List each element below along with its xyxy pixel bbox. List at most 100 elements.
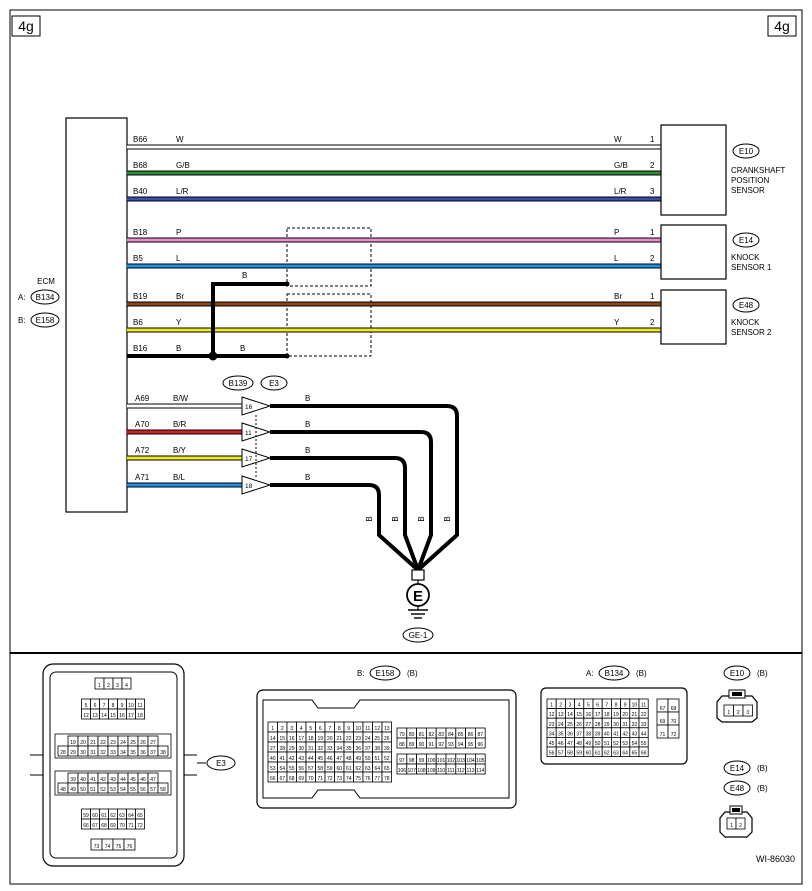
e158-pin-label-38: 38: [374, 746, 380, 752]
e10-latch-tab: [732, 692, 742, 696]
b134-pin-label-50: 50: [595, 741, 601, 747]
joint-pin-16: [241, 396, 272, 416]
e158-pin-label-36: 36: [355, 746, 361, 752]
e10-pin-label-2: 2: [737, 710, 740, 716]
wire-pin-B6: B6: [133, 318, 143, 327]
e3-pin-label-41: 41: [90, 777, 96, 783]
e158-pin-label-37: 37: [365, 746, 371, 752]
e158-pin-label-85: 85: [458, 732, 464, 738]
b134-pin-label-36: 36: [567, 731, 573, 737]
ground-color-code-A70: B/R: [173, 420, 187, 429]
e158-pin-label-24: 24: [365, 736, 371, 742]
ground-symbol: E: [413, 588, 423, 605]
b134-pin-label-11: 11: [641, 703, 646, 709]
e158-pin-label-54: 54: [279, 766, 285, 772]
e3-pin-label-13: 13: [92, 713, 98, 719]
b134-prefix: A:: [586, 669, 594, 678]
e3-pin-label-34: 34: [120, 750, 126, 756]
sensor-e14-id: E14: [739, 236, 754, 245]
e48-pin-2: [735, 817, 746, 830]
b134-pin-label-26: 26: [576, 722, 582, 728]
e3-pin-label-51: 51: [90, 787, 96, 793]
b134-type: (B): [636, 669, 647, 678]
b134-pin-label-67: 67: [660, 706, 666, 712]
wire-pin-B18: B18: [133, 228, 148, 237]
e3-pin-label-61: 61: [101, 813, 107, 819]
b134-pin-label-69: 69: [660, 719, 666, 725]
wire-far-code-B5: L: [614, 254, 619, 263]
e158-pin-label-47: 47: [336, 756, 342, 762]
b134-pin-label-39: 39: [595, 731, 601, 737]
sensor-e14-name-2: SENSOR 1: [731, 263, 772, 272]
b134-pin-label-53: 53: [622, 741, 628, 747]
e158-id: E158: [376, 669, 395, 678]
e158-pin-label-101: 101: [437, 758, 446, 764]
e158-pin-label-51: 51: [374, 756, 380, 762]
e158-pin-78: [381, 771, 392, 783]
e3-pin-label-18: 18: [137, 713, 143, 719]
e3-pin-label-23: 23: [110, 740, 116, 746]
e158-pin-label-109: 109: [427, 768, 436, 774]
ground-wire-A69: [270, 404, 459, 572]
e158-pin-label-64: 64: [374, 766, 380, 772]
e3-pin-label-76: 76: [127, 844, 133, 850]
e158-pin-label-69: 69: [298, 776, 304, 782]
b134-pin-label-4: 4: [578, 703, 581, 709]
e158-pin-label-17: 17: [298, 736, 304, 742]
wire-color-code-B18: P: [176, 228, 181, 237]
e158-inner: [262, 699, 510, 799]
e3-pin-label-49: 49: [70, 787, 76, 793]
e158-pin-label-88: 88: [399, 742, 405, 748]
e158-pin-label-59: 59: [327, 766, 333, 772]
e158-pin-label-111: 111: [447, 768, 455, 774]
e158-pin-label-5: 5: [309, 726, 312, 732]
e3-pin-label-40: 40: [80, 777, 86, 783]
page-tag-right: 4g: [774, 18, 790, 34]
e158-pin-label-63: 63: [365, 766, 371, 772]
e3-pin-label-50: 50: [80, 787, 86, 793]
sensor-e14-box: [660, 224, 727, 280]
e158-pin-label-90: 90: [419, 742, 425, 748]
e3-pin-label-24: 24: [120, 740, 126, 746]
e158-pin-label-10: 10: [355, 726, 361, 732]
shield-box-2: [286, 293, 372, 357]
e158-pin-label-3: 3: [290, 726, 293, 732]
e3-pin-label-33: 33: [110, 750, 116, 756]
wire-color-code-B6: Y: [176, 318, 182, 327]
e14-id: E14: [730, 764, 745, 773]
shield-drain-wire: [211, 282, 287, 356]
e158-pin-label-25: 25: [374, 736, 380, 742]
e158-pin-label-102: 102: [447, 758, 456, 764]
joint-pin-label-17: 17: [245, 456, 253, 463]
b134-pin-label-40: 40: [604, 731, 610, 737]
wire-far-code-B40: L/R: [614, 187, 627, 196]
e158-type: (B): [407, 669, 418, 678]
sensor-e48-id: E48: [739, 301, 754, 310]
ground-pin-A72: A72: [135, 446, 150, 455]
sensor-e14-name-1: KNOCK: [731, 253, 760, 262]
e3-pin-label-8: 8: [112, 703, 115, 709]
e3-pin-label-48: 48: [60, 787, 66, 793]
e3-pin-label-10: 10: [128, 703, 134, 709]
b134-pin-label-47: 47: [567, 741, 573, 747]
e158-pin-label-56: 56: [298, 766, 304, 772]
b134-pin-label-37: 37: [576, 731, 582, 737]
e158-pin-label-22: 22: [346, 736, 352, 742]
b134-pin-label-12: 12: [549, 712, 555, 718]
b134-id: B134: [605, 669, 624, 678]
e3-pin-label-47: 47: [150, 777, 156, 783]
e158-pin-label-14: 14: [270, 736, 276, 742]
e3-pin-label-14: 14: [101, 713, 107, 719]
e158-prefix: B:: [357, 669, 365, 678]
e158-pin-label-78: 78: [384, 776, 390, 782]
joint-conn2: E3: [269, 379, 279, 388]
b134-pin-label-51: 51: [604, 741, 610, 747]
ground-out-code-A70: B: [305, 420, 310, 429]
ground-wire-A71: [270, 483, 420, 572]
e3-pin-label-56: 56: [140, 787, 146, 793]
sensor-e14-oval: [732, 232, 760, 248]
e3-pin-label-73: 73: [94, 844, 100, 850]
ground-wire-A70: [270, 430, 433, 571]
